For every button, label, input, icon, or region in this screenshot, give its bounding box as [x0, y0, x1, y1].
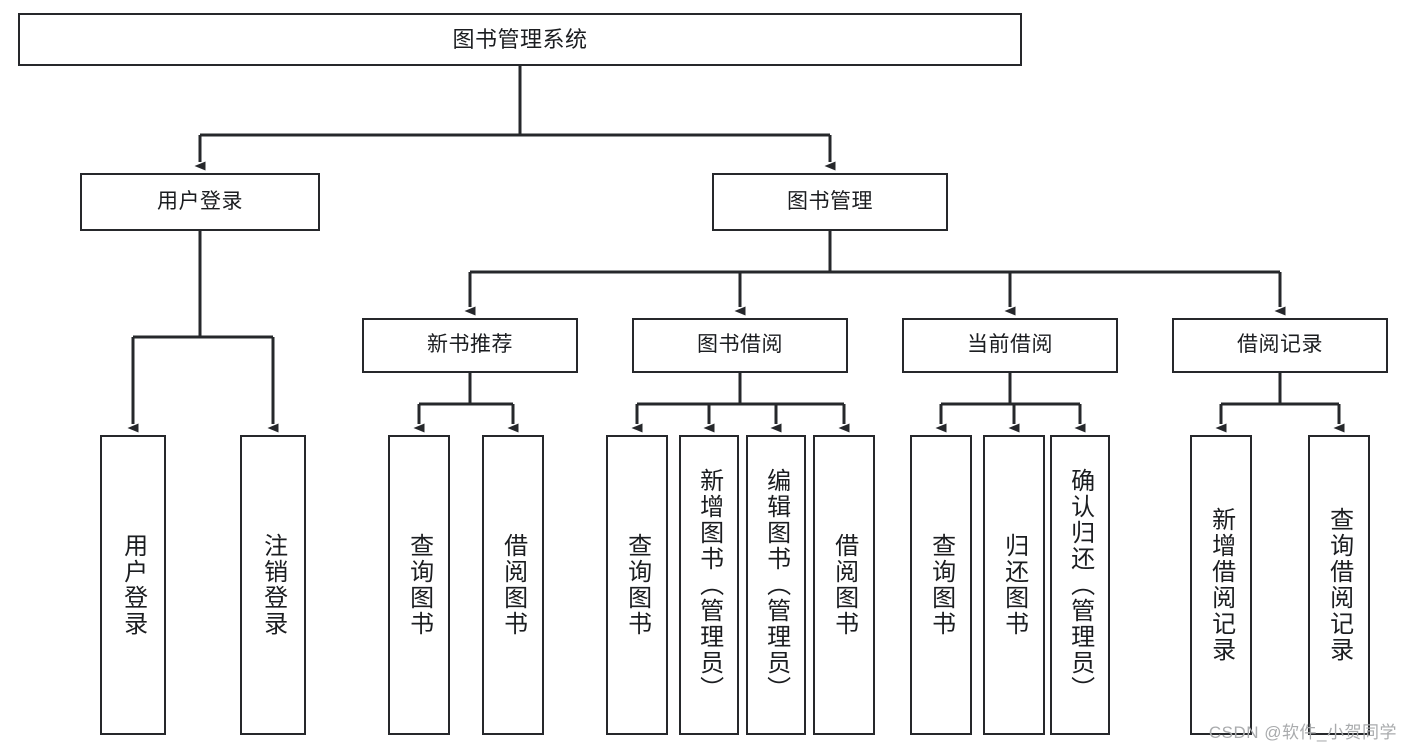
- node-book-manage-label: 图书管理: [787, 189, 873, 213]
- node-leaf-borrow-book-2[interactable]: 借阅图书: [813, 435, 875, 735]
- node-user-login[interactable]: 用户登录: [80, 173, 320, 231]
- node-book-borrow-label: 图书借阅: [697, 333, 783, 357]
- node-current-borrow[interactable]: 当前借阅: [902, 318, 1118, 373]
- node-borrow-record[interactable]: 借阅记录: [1172, 318, 1388, 373]
- node-leaf-return-book[interactable]: 归还图书: [983, 435, 1045, 735]
- node-leaf-edit-book-label: 编辑图书（管理员）: [762, 468, 790, 702]
- node-leaf-query-book-1[interactable]: 查询图书: [388, 435, 450, 735]
- node-root-label: 图书管理系统: [452, 26, 588, 52]
- node-current-borrow-label: 当前借阅: [967, 333, 1053, 357]
- node-leaf-edit-book[interactable]: 编辑图书（管理员）: [746, 435, 806, 735]
- node-leaf-return-book-label: 归还图书: [1000, 533, 1028, 637]
- node-new-book-rec-label: 新书推荐: [427, 333, 513, 357]
- node-leaf-confirm-return[interactable]: 确认归还（管理员）: [1050, 435, 1110, 735]
- node-new-book-rec[interactable]: 新书推荐: [362, 318, 578, 373]
- node-leaf-user-login-label: 用户登录: [119, 533, 147, 637]
- node-leaf-borrow-book-1-label: 借阅图书: [499, 533, 527, 637]
- node-leaf-query-book-2[interactable]: 查询图书: [606, 435, 668, 735]
- watermark: CSDN @软件_小贺同学: [1208, 723, 1397, 742]
- node-leaf-borrow-book-1[interactable]: 借阅图书: [482, 435, 544, 735]
- node-leaf-user-logout[interactable]: 注销登录: [240, 435, 306, 735]
- node-leaf-user-logout-label: 注销登录: [259, 533, 287, 637]
- node-leaf-borrow-book-2-label: 借阅图书: [830, 533, 858, 637]
- node-book-manage[interactable]: 图书管理: [712, 173, 948, 231]
- node-leaf-add-book-label: 新增图书（管理员）: [695, 468, 723, 702]
- node-leaf-add-book[interactable]: 新增图书（管理员）: [679, 435, 739, 735]
- node-leaf-query-book-1-label: 查询图书: [405, 533, 433, 637]
- node-leaf-query-record-label: 查询借阅记录: [1325, 507, 1353, 663]
- node-leaf-query-book-3[interactable]: 查询图书: [910, 435, 972, 735]
- node-leaf-add-record[interactable]: 新增借阅记录: [1190, 435, 1252, 735]
- node-leaf-query-book-3-label: 查询图书: [927, 533, 955, 637]
- node-leaf-add-record-label: 新增借阅记录: [1207, 507, 1235, 663]
- node-root[interactable]: 图书管理系统: [18, 13, 1022, 66]
- node-leaf-confirm-return-label: 确认归还（管理员）: [1066, 468, 1094, 702]
- node-leaf-query-book-2-label: 查询图书: [623, 533, 651, 637]
- node-user-login-label: 用户登录: [157, 189, 243, 213]
- node-leaf-user-login[interactable]: 用户登录: [100, 435, 166, 735]
- node-borrow-record-label: 借阅记录: [1237, 333, 1323, 357]
- node-leaf-query-record[interactable]: 查询借阅记录: [1308, 435, 1370, 735]
- node-book-borrow[interactable]: 图书借阅: [632, 318, 848, 373]
